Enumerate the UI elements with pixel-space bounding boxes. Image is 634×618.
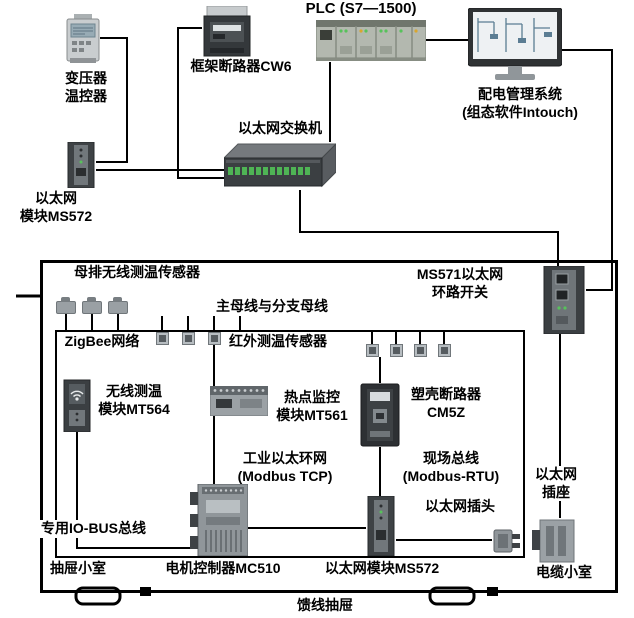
molded-case-breaker-cm5z-device <box>360 383 400 447</box>
frame-breaker-cw6-device <box>202 5 252 58</box>
label-fieldbus: 现场总线 (Modbus-RTU) <box>402 450 500 484</box>
label-transformer-controller: 变压器 温控器 <box>65 70 107 104</box>
label-cable-compartment: 电缆小室 <box>536 564 592 580</box>
label-io-bus: 专用IO-BUS总线 <box>40 520 147 538</box>
label-mt561: 热点监控 模块MT561 <box>276 389 348 423</box>
plc-rack-graphic <box>315 20 427 61</box>
ethernet-socket-graphic <box>532 519 575 563</box>
cm5z-graphic <box>360 383 400 447</box>
ethernet-module-ms572-device <box>66 141 96 189</box>
label-plc: PLC (S7—1500) <box>305 0 417 17</box>
busbar-sensor-icon <box>56 297 76 314</box>
ms571-graphic <box>543 265 585 335</box>
label-mc510: 电机控制器MC510 <box>165 560 281 576</box>
label-industrial-ethernet-ring: 工业以太环网 (Modbus TCP) <box>237 450 333 484</box>
switchgear-cabinet-outline <box>40 260 618 593</box>
transformer-controller-device <box>66 14 100 66</box>
ethernet-module-graphic <box>367 495 395 557</box>
motor-controller-mc510-device <box>190 483 249 557</box>
wireless-module-mt564-device <box>62 378 92 433</box>
ethernet-switch-device <box>222 142 338 190</box>
label-distribution-management-system: 配电管理系统 (组态软件Intouch) <box>462 86 578 120</box>
frame-breaker-graphic <box>203 5 251 57</box>
ethernet-plug-device <box>492 524 522 558</box>
label-cm5z: 塑壳断路器 CM5Z <box>411 386 481 420</box>
label-infrared-sensors: 红外测温传感器 <box>229 333 327 349</box>
label-drawer-compartment: 抽屉小室 <box>50 560 106 576</box>
infrared-sensor-icon <box>366 344 379 357</box>
infrared-sensor-icon <box>208 332 221 345</box>
mt561-graphic <box>209 386 269 417</box>
infrared-sensor-icon <box>414 344 427 357</box>
label-ethernet-switch: 以太网交换机 <box>238 120 322 136</box>
ethernet-plug-graphic <box>493 529 520 553</box>
label-main-bus: 主母线与分支母线 <box>216 298 328 314</box>
transformer-controller-graphic <box>66 14 100 63</box>
label-feeder-drawer: 馈线抽屉 <box>297 597 353 613</box>
label-ethernet-plug: 以太网插头 <box>425 498 495 514</box>
busbar-sensor-icon <box>108 297 128 314</box>
ethernet-switch-graphic <box>222 142 338 188</box>
infrared-sensor-icon <box>156 332 169 345</box>
hotspot-module-mt561-device <box>209 386 269 417</box>
ethernet-socket-device <box>532 518 576 564</box>
loop-switch-ms571-device <box>542 265 586 335</box>
monitor-graphic <box>467 7 563 80</box>
monitor-device <box>467 7 563 82</box>
mt564-graphic <box>63 379 91 433</box>
label-frame-breaker-cw6: 框架断路器CW6 <box>190 58 292 74</box>
plc-rack-device <box>315 20 427 62</box>
label-zigbee-network: ZigBee网络 <box>64 333 140 349</box>
infrared-sensor-icon <box>390 344 403 357</box>
label-ethernet-socket: 以太网 插座 <box>526 466 586 501</box>
ethernet-module-ms572-bottom-device <box>366 495 396 557</box>
label-ethernet-module-ms572-top: 以太网 模块MS572 <box>19 190 93 224</box>
busbar-sensor-icon <box>82 297 102 314</box>
label-ms571-loop-switch: MS571以太网 环路开关 <box>416 266 504 300</box>
label-busbar-wireless-sensors: 母排无线测温传感器 <box>74 264 200 280</box>
ethernet-module-graphic <box>67 141 95 189</box>
label-ms572-bottom: 以太网模块MS572 <box>324 560 440 576</box>
infrared-sensor-icon <box>182 332 195 345</box>
mc510-graphic <box>190 483 249 557</box>
infrared-sensor-icon <box>438 344 451 357</box>
drawer-compartment-outline <box>55 330 525 558</box>
label-mt564: 无线测温 模块MT564 <box>98 383 170 417</box>
